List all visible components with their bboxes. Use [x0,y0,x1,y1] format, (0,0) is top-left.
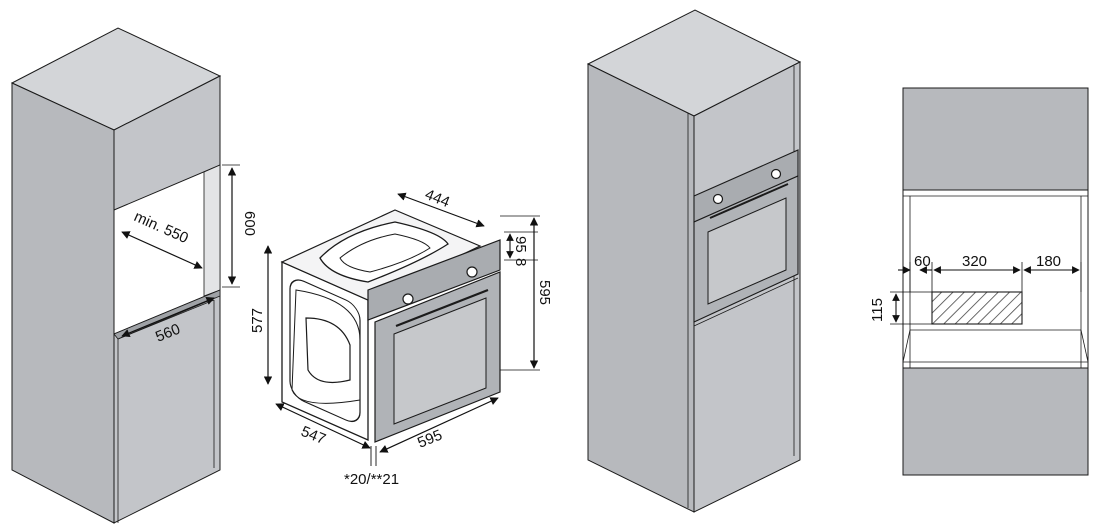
cabinet-2 [586,9,802,513]
dim-arrow-595-width [379,397,499,453]
label-60: 60 [914,253,931,270]
label-115: 115 [869,298,886,322]
front-view-lower [902,367,1089,476]
label-320: 320 [962,253,987,270]
cabinet-1: min. 550 600 560 [10,27,258,524]
cabinet-2-oven-handle [709,183,789,219]
cabinet-2-knob-right-icon [770,168,782,180]
oven-side-window [305,317,351,383]
cabinet-2-front [587,63,695,513]
front-view-niche [902,189,1089,369]
label-577: 577 [249,308,266,333]
label-444: 444 [423,186,453,211]
cabinet-2-oven-glass [707,197,787,305]
cabinet-1-niche-inner [203,164,221,297]
label-offset-note: *20/**21 [344,471,399,488]
oven-door-glass [393,297,487,425]
oven-control-panel [367,239,501,321]
cabinet-1-front [11,82,115,524]
oven-isometric: 444 95 8 595 577 547 595 *20/**21 [249,186,553,488]
dim-arrow-560 [121,297,215,337]
label-95: 95 [512,236,529,253]
knob-right-icon [466,266,478,278]
front-view-upper [902,87,1089,191]
oven-handle [395,288,489,328]
label-8: 8 [512,258,529,266]
vent-hatch-icon [931,291,1023,325]
label-595-width: 595 [415,427,445,452]
dim-arrow-547 [275,403,371,449]
label-600: 600 [241,211,258,236]
front-view: 60 320 180 115 [869,87,1089,476]
cabinet-2-knob-left-icon [712,193,724,205]
dim-arrow-444 [397,192,485,228]
knob-left-icon [402,293,414,305]
label-180: 180 [1036,253,1061,270]
dim-arrow-min-550 [121,231,203,269]
label-595-height: 595 [536,280,553,305]
